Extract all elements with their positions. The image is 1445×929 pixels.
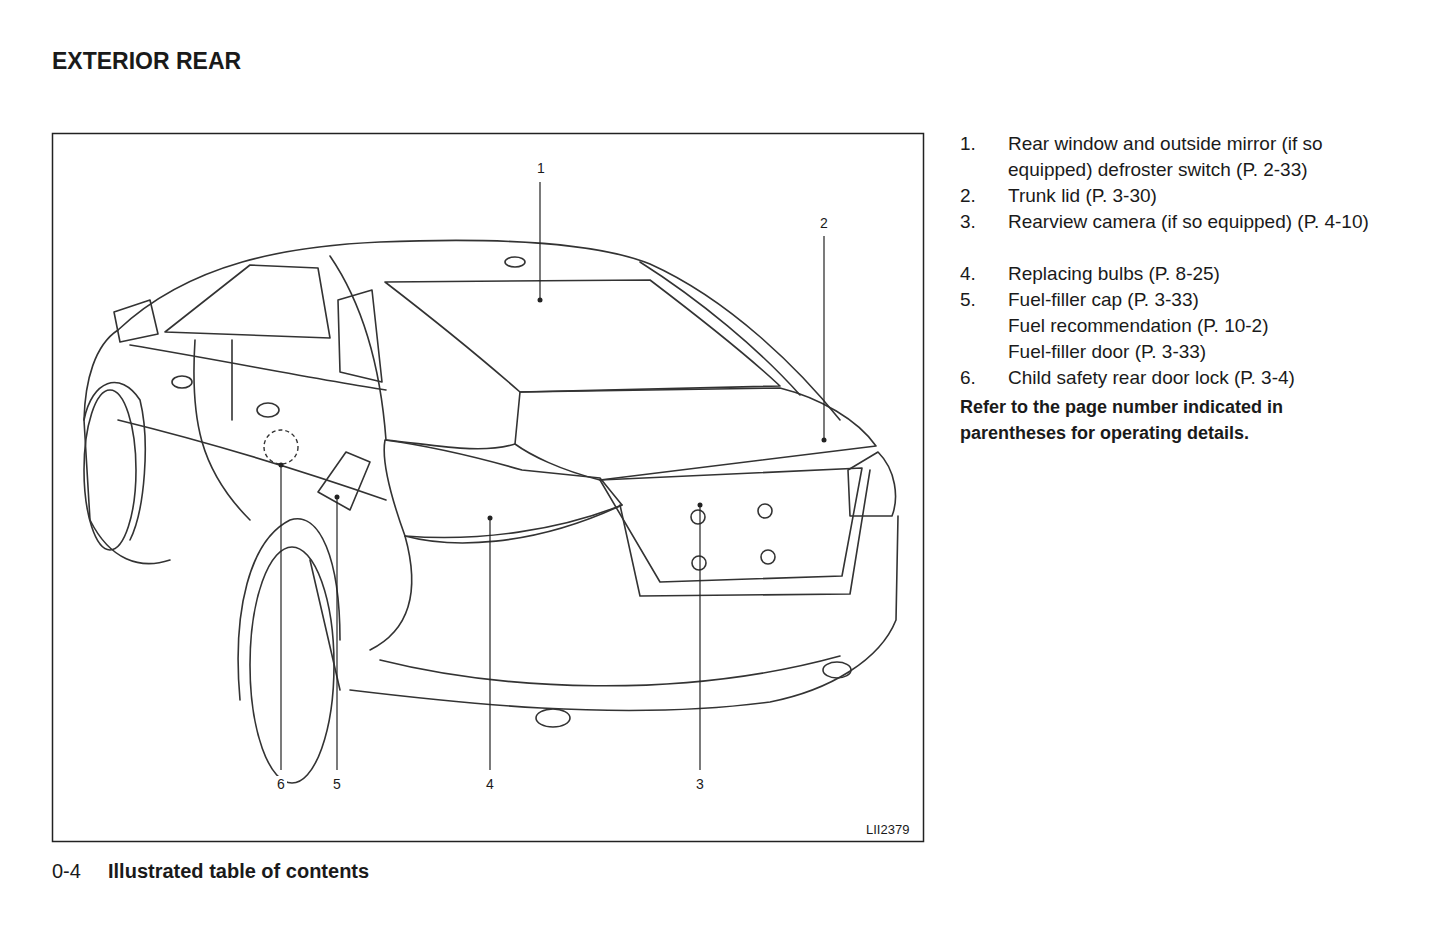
leader-dots bbox=[279, 298, 827, 521]
list-number: 1. bbox=[960, 131, 976, 157]
list-text: Trunk lid (P. 3-30) bbox=[1008, 183, 1382, 209]
list-number: 5. bbox=[960, 287, 976, 313]
callout-number: 1 bbox=[535, 160, 547, 176]
list-text: Rearview camera (if so equipped) (P. 4-1… bbox=[1008, 209, 1382, 235]
list-number: 3. bbox=[960, 209, 976, 235]
list-text: Replacing bulbs (P. 8-25) bbox=[1008, 261, 1382, 287]
page-title: EXTERIOR REAR bbox=[52, 48, 241, 75]
door-lock-circle bbox=[264, 430, 298, 464]
list-text: Child safety rear door lock (P. 3-4) bbox=[1008, 365, 1382, 391]
list-text: Fuel-filler cap (P. 3-33) bbox=[1008, 287, 1382, 313]
reference-note: Refer to the page number indicated in pa… bbox=[960, 394, 1388, 446]
list-number: 2. bbox=[960, 183, 976, 209]
callout-number: 4 bbox=[484, 776, 496, 792]
page-number: 0-4 bbox=[52, 860, 81, 883]
car-outline bbox=[84, 240, 898, 783]
callout-number: 2 bbox=[818, 215, 830, 231]
leader-lines bbox=[281, 182, 824, 770]
list-number: 4. bbox=[960, 261, 976, 287]
callout-number: 5 bbox=[331, 776, 343, 792]
callout-number: 3 bbox=[694, 776, 706, 792]
section-name: Illustrated table of contents bbox=[108, 860, 369, 883]
list-number: 6. bbox=[960, 365, 976, 391]
list-text: Fuel-filler door (P. 3-33) bbox=[1008, 339, 1382, 365]
figure-frame bbox=[53, 134, 924, 842]
list-text: Rear window and outside mirror (if so eq… bbox=[1008, 131, 1382, 183]
list-text: Fuel recommendation (P. 10-2) bbox=[1008, 313, 1382, 339]
callout-number: 6 bbox=[275, 776, 287, 792]
figure-code: LII2379 bbox=[866, 822, 909, 837]
